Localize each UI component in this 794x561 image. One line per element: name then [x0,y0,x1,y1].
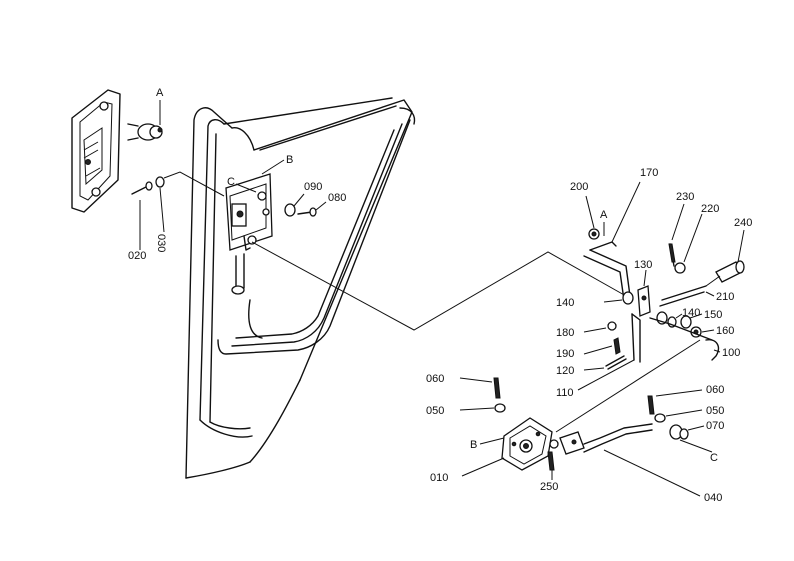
callout-140a: 140 [556,297,574,309]
link-line-handle [163,171,225,197]
door-lock-assembly [225,173,273,295]
callout-200: 200 [570,181,588,193]
callout-050a: 050 [426,405,444,417]
callout-150: 150 [704,309,722,321]
pin-060b [647,389,703,415]
callout-030: 030 [155,234,167,252]
callout-130: 130 [634,259,652,271]
leader-b-latch [479,437,505,445]
callout-190: 190 [556,348,574,360]
washer-030 [155,176,165,233]
callout-080: 080 [328,192,346,204]
callout-060a: 060 [426,373,444,385]
callout-220: 220 [701,203,719,215]
callout-020: 020 [128,250,146,262]
link-line-arm-latch [555,339,701,433]
callout-250: 250 [540,481,558,493]
washer-180 [583,321,617,333]
spacer-140b [656,311,683,328]
grip-240 [705,229,745,287]
callout-230: 230 [676,191,694,203]
rod-040 [559,423,701,497]
bushing-150 [680,313,703,329]
ref-b-latch: B [470,439,477,451]
pin-060a [459,377,501,399]
washer-050b [654,409,703,423]
spacer-140a [603,291,634,305]
callout-040: 040 [704,492,722,504]
ref-c-door: C [227,176,235,188]
ref-b-door: B [286,154,293,166]
washer-220 [674,213,703,274]
link-250 [547,439,559,480]
callout-170: 170 [640,167,658,179]
callout-110: 110 [556,387,574,399]
nut-090 [284,193,305,217]
callout-070: 070 [706,420,724,432]
bracket-130 [637,269,651,317]
inner-handle-plate [71,89,121,213]
bolt-080 [297,201,327,217]
callout-160: 160 [716,325,734,337]
callout-120: 120 [556,365,574,377]
screw-020 [131,181,153,250]
lever-210 [659,285,715,307]
callout-010: 010 [430,472,448,484]
callout-240: 240 [734,217,752,229]
nut-200 [585,195,600,240]
nut-160 [690,326,715,338]
plate-110 [577,313,641,391]
spring-pin-120 [583,355,627,371]
pivot-arm [649,317,721,361]
leader-c-door [235,183,257,193]
rod-170 [583,181,641,301]
washer-050a [459,403,506,413]
link-line-door-rod [251,241,627,331]
bushing-070 [669,424,713,453]
door-frame [185,97,416,479]
pin-230 [668,203,685,267]
leader-b-door [261,159,285,175]
ref-c-rod: C [710,452,718,464]
ref-a-top: A [156,87,164,99]
callout-210: 210 [716,291,734,303]
callout-100: 100 [722,347,740,359]
handle-knob [127,123,163,141]
callout-090: 090 [304,181,322,193]
callout-180: 180 [556,327,574,339]
pin-190 [583,337,621,355]
callout-060b: 060 [706,384,724,396]
callout-050b: 050 [706,405,724,417]
ref-a-right: A [600,209,608,221]
